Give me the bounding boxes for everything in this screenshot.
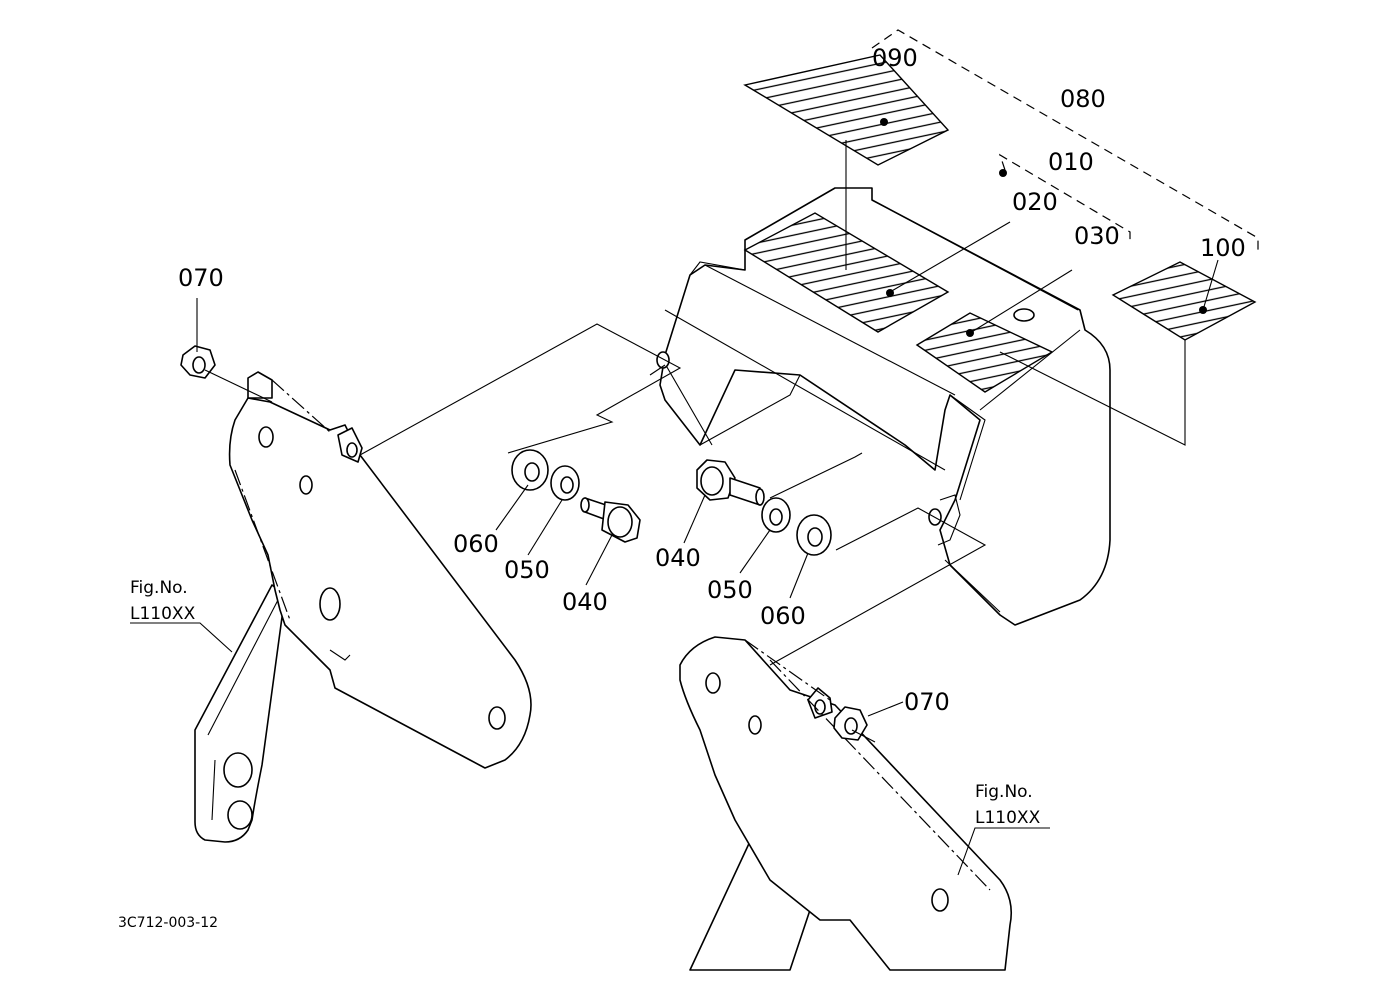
dot-020: [886, 289, 894, 297]
callout-060-right: 060: [760, 602, 806, 630]
callout-060-left: 060: [453, 530, 499, 558]
bolt-040-right: [696, 459, 765, 506]
label-020: [743, 212, 950, 333]
callout-040-left: 040: [562, 588, 608, 616]
group-bracket-010: [998, 153, 1131, 245]
callout-050-right: 050: [707, 576, 753, 604]
bolt-040-left: [580, 497, 641, 543]
fig-ref-left-line2: L110XX: [130, 604, 196, 624]
dot-090: [880, 118, 888, 126]
callout-020: 020: [1012, 188, 1058, 216]
callout-010: 010: [1048, 148, 1094, 176]
nut-070-left: [180, 345, 216, 379]
label-090: [743, 54, 950, 166]
callout-100: 100: [1200, 234, 1246, 262]
dot-100: [1199, 306, 1207, 314]
fig-ref-left-line1: Fig.No.: [130, 578, 188, 598]
left-frame-bracket: [194, 584, 286, 843]
guard-cover: [649, 187, 1111, 626]
drawing-number: 3C712-003-12: [118, 915, 218, 931]
callout-090: 090: [872, 44, 918, 72]
fig-ref-right-line2: L110XX: [975, 808, 1041, 828]
label-100: [1111, 261, 1257, 341]
callout-040-right: 040: [655, 544, 701, 572]
group-bracket-080: [871, 29, 1259, 255]
right-mounting-plate: [679, 636, 1013, 971]
nut-070-right: [833, 706, 868, 741]
callout-050-left: 050: [504, 556, 550, 584]
washer-060-right: [796, 514, 832, 556]
callout-070-right: 070: [904, 688, 950, 716]
washer-050-left: [550, 465, 580, 501]
washer-050-right: [761, 497, 791, 533]
fig-ref-right-line1: Fig.No.: [975, 782, 1033, 802]
assembly-lines: [204, 140, 1186, 743]
dot-030: [966, 329, 974, 337]
callout-070-left: 070: [178, 264, 224, 292]
washer-060-left: [511, 449, 549, 491]
callout-030: 030: [1074, 222, 1120, 250]
callout-080: 080: [1060, 85, 1106, 113]
dot-010: [999, 169, 1007, 177]
left-mounting-plate: [228, 371, 532, 769]
leader-lines: [130, 221, 1219, 876]
label-030: [915, 312, 1054, 393]
